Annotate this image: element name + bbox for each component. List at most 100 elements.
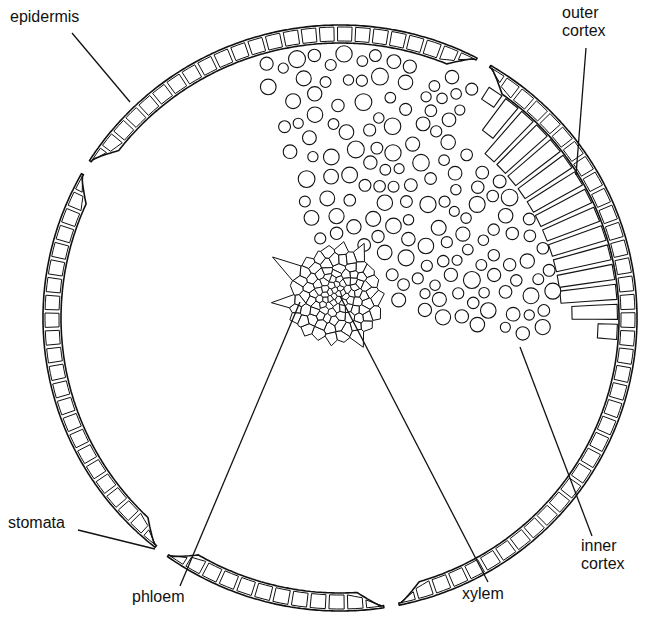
epidermis-segment (90, 25, 478, 162)
epidermis-cell (407, 35, 424, 52)
part-label: outer cortex (562, 4, 624, 39)
epidermis-cell (283, 30, 299, 46)
cortex-cell (364, 156, 377, 169)
cortex-cell (402, 232, 416, 246)
phloem-cell (325, 332, 337, 346)
palisade-cell (482, 87, 502, 107)
cortex-cell (442, 113, 456, 127)
epidermis-cell (118, 501, 138, 521)
cortex-cell (488, 268, 501, 281)
cortex-cell (503, 258, 515, 270)
epidermis-cell (481, 551, 501, 571)
epidermis-cell (416, 581, 433, 599)
cortex-cell (453, 288, 464, 299)
epidermis-cell (63, 413, 81, 431)
epidermis-cell (527, 101, 547, 121)
cortex-cell (445, 70, 458, 83)
epidermis-cell (366, 600, 382, 608)
epidermis-cell (45, 330, 60, 345)
cortex-cell (293, 118, 303, 128)
epidermis-cell (92, 148, 106, 160)
epidermis-cell (510, 530, 530, 550)
cortex-cell (421, 260, 432, 271)
cortex-cell (449, 206, 459, 216)
cortex-cell (355, 94, 372, 111)
epidermis-cell (56, 225, 74, 243)
inner-cortex-cells (260, 46, 561, 340)
cortex-cell (369, 50, 381, 62)
cortex-cell (480, 303, 496, 319)
cortex-cell (315, 233, 326, 244)
cortex-cell (430, 280, 440, 290)
epidermis-cell (78, 445, 97, 464)
cortex-cell (437, 255, 449, 267)
epidermis-cell (372, 29, 388, 45)
epidermis-cell (583, 172, 602, 191)
cortex-cell (304, 210, 319, 225)
phloem-cell (350, 284, 360, 291)
cortex-cell (386, 269, 398, 281)
xylem-cell (321, 292, 329, 297)
cortex-cell (432, 292, 446, 306)
epidermis-cell (605, 222, 623, 240)
cortex-cell (388, 181, 399, 192)
cortex-cell (336, 46, 352, 62)
cortex-cell (545, 283, 561, 299)
xylem-cell (322, 286, 330, 293)
cortex-cell (416, 117, 430, 131)
cortex-cell (387, 55, 401, 69)
epidermis-cell (537, 505, 557, 525)
epidermis-cell (319, 27, 334, 42)
epidermis-cell (524, 518, 544, 538)
cortex-cell (500, 322, 510, 332)
phloem-cell (271, 295, 295, 308)
cortex-cell (328, 119, 339, 130)
cortex-cell (441, 135, 456, 150)
epidermis-cell (310, 594, 326, 609)
phloem-cell (293, 276, 307, 287)
cortex-cell (308, 152, 318, 162)
cortex-cell (406, 137, 420, 151)
epidermis-cell (70, 429, 89, 448)
leader-line (520, 347, 592, 536)
cortex-cell (343, 75, 353, 85)
cortex-cell (523, 288, 539, 304)
epidermis-cell (615, 258, 632, 275)
cortex-cell (470, 317, 485, 332)
cortex-cell (493, 175, 506, 188)
epidermis-cell (496, 541, 516, 561)
phloem-cell (298, 315, 309, 327)
cortex-cell (320, 191, 335, 206)
epidermis-cell (52, 242, 69, 259)
cortex-cell (359, 179, 371, 191)
epidermis-cell (571, 463, 591, 483)
epidermis-cell (621, 313, 635, 328)
cortex-cell (329, 209, 344, 224)
epidermis-cell (255, 583, 273, 600)
cortex-cell (302, 131, 316, 145)
cortex-cell (425, 173, 437, 185)
epidermis-cell (338, 27, 353, 41)
epidermis-cell (45, 313, 59, 327)
cortex-cell (403, 60, 416, 73)
phloem-cell (336, 331, 350, 342)
cortex-cell (347, 141, 364, 158)
epidermis-cell (458, 53, 474, 60)
epidermis-cell (597, 416, 616, 435)
epidermis-cell (202, 563, 222, 582)
cortex-cell (487, 190, 499, 202)
phloem-cell (315, 320, 327, 331)
cortex-cell (372, 230, 384, 242)
cortex-cell (320, 77, 331, 88)
epidermis-cell (620, 294, 635, 309)
xylem-cell (320, 307, 329, 315)
cortex-cell (420, 196, 436, 212)
epidermis-segment (399, 66, 637, 606)
cortex-cell (344, 194, 356, 206)
epidermis-cell (291, 591, 308, 607)
phloem-cell (273, 257, 301, 281)
cortex-cell (339, 125, 354, 140)
cortex-cell (356, 75, 367, 86)
xylem-cell (334, 281, 340, 287)
